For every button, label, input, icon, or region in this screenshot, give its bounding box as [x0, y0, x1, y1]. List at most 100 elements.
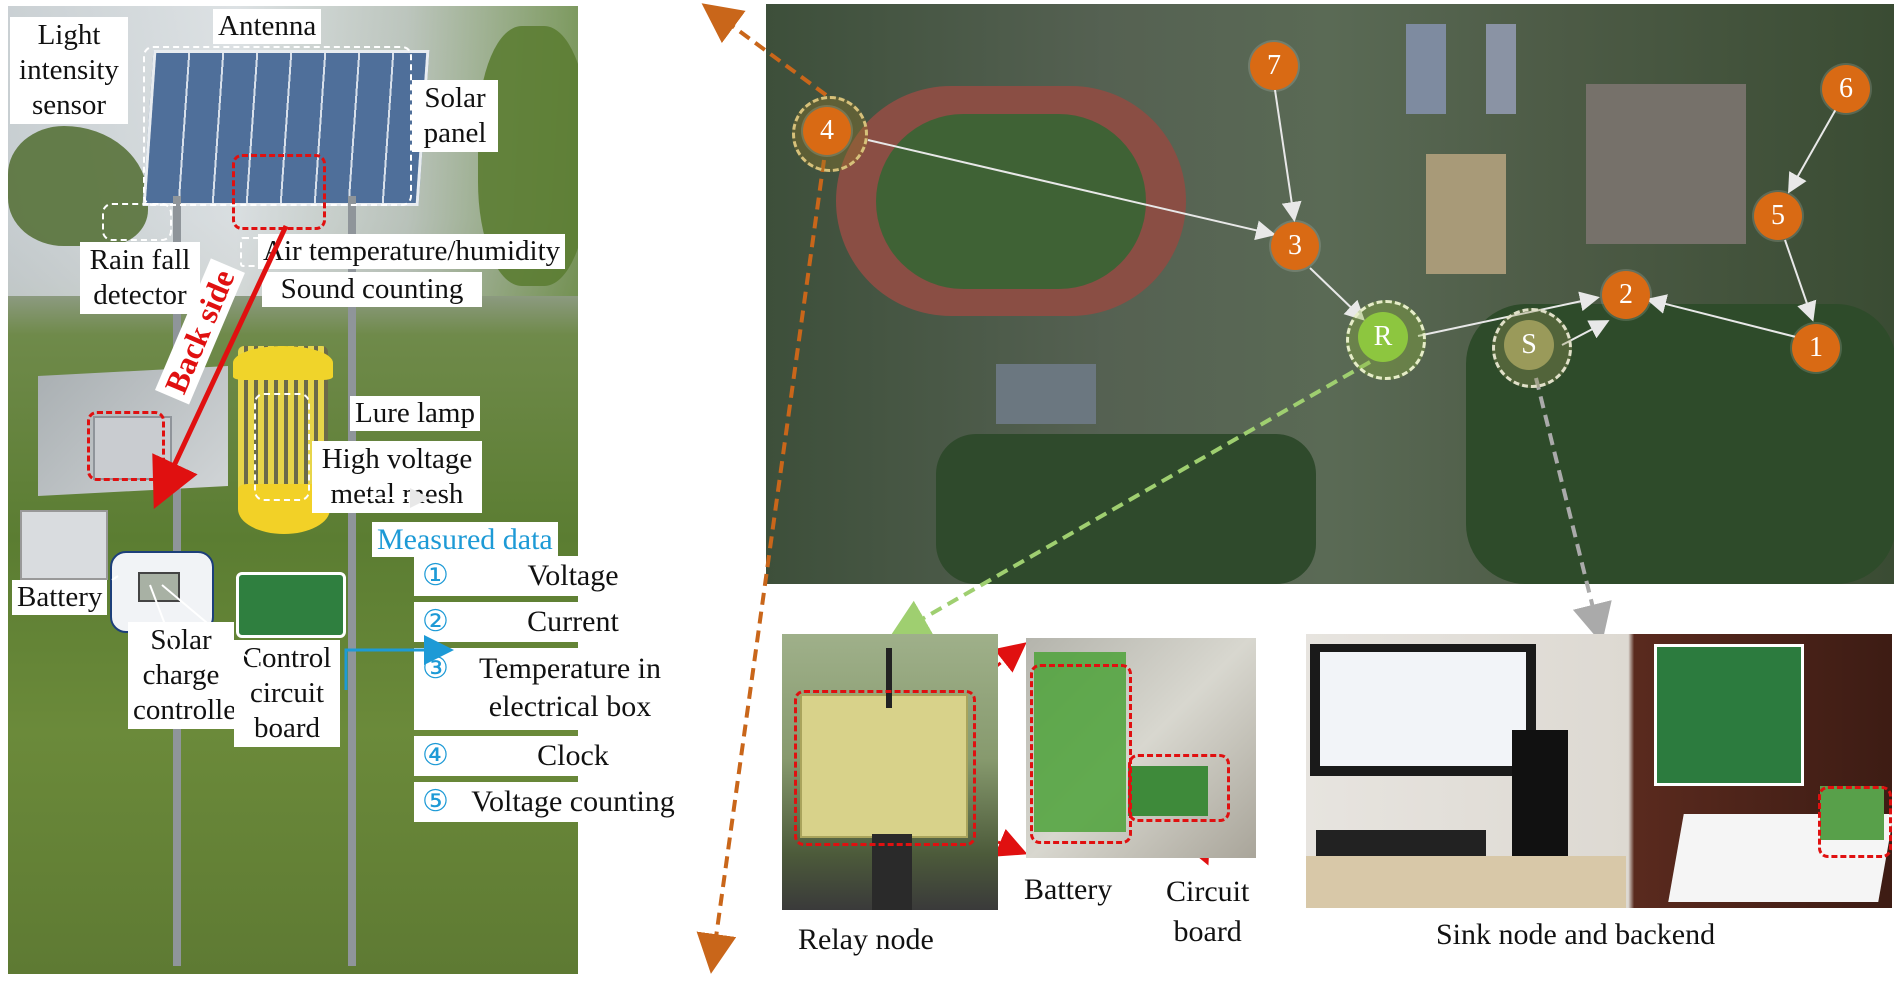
relay-box-highlight	[794, 690, 976, 846]
item-text: Voltage	[527, 559, 619, 592]
monitor-screen	[1320, 652, 1526, 766]
measured-item: ④ Clock	[414, 736, 692, 776]
label-line: charge	[142, 659, 220, 691]
caption-battery: Battery	[1024, 873, 1113, 906]
caption-circuit-board: Circuit board	[1166, 872, 1249, 952]
item-number: ①	[422, 559, 449, 592]
solar-panel-highlight	[143, 46, 412, 206]
caption-line: Circuit	[1166, 875, 1250, 908]
controller-display	[138, 572, 180, 602]
tree-cluster	[936, 434, 1316, 584]
back-side-highlight	[232, 154, 326, 230]
label-line: Rain fall	[89, 244, 191, 276]
map-node-relay: R	[1358, 312, 1408, 362]
item-text: Voltage counting	[471, 785, 675, 818]
relay-zoom-connector	[973, 828, 1028, 857]
label-line: Solar	[424, 82, 486, 114]
label-line: circuit	[249, 677, 325, 709]
back-side-arrow	[152, 224, 289, 510]
desk-image	[1306, 856, 1626, 908]
node-ring-s	[1492, 308, 1572, 388]
label-line: High voltage	[321, 443, 473, 475]
building-block	[1586, 84, 1746, 244]
support-pole	[348, 196, 356, 966]
map-node-7: 7	[1250, 42, 1298, 90]
measured-connector	[344, 635, 454, 690]
battery-green-image	[1034, 652, 1126, 832]
relay-battery-highlight	[1030, 664, 1132, 844]
measured-item: ⑤ Voltage counting	[414, 782, 692, 822]
box-connector	[111, 575, 119, 581]
label-measured-data: Measured data	[372, 522, 558, 557]
electrical-box-highlight	[87, 411, 165, 481]
measured-item: ① Voltage	[414, 556, 692, 596]
map-node-1: 1	[1792, 324, 1840, 372]
relay-node-photo	[782, 634, 998, 910]
label-line: panel	[423, 117, 487, 149]
label-line: Control	[242, 642, 332, 674]
sink-board-highlight	[1818, 786, 1892, 858]
label-line: intensity	[19, 54, 119, 86]
item-number: ②	[422, 605, 449, 638]
label-light-sensor: Light intensity sensor	[10, 17, 128, 124]
label-rain-fall: Rain fall detector	[80, 242, 200, 314]
relay-antenna	[886, 648, 892, 708]
label-battery: Battery	[12, 580, 108, 615]
stadium-field	[876, 114, 1146, 289]
label-lure-lamp: Lure lamp	[350, 396, 480, 431]
label-solar-panel: Solar panel	[412, 80, 498, 152]
building-block	[1406, 24, 1446, 114]
map-node-6: 6	[1822, 65, 1870, 113]
map-node-2: 2	[1602, 271, 1650, 319]
relay-connector	[889, 360, 1371, 638]
route-arrow	[1309, 267, 1365, 321]
route-arrow	[1646, 294, 1801, 339]
caption-sink-node: Sink node and backend	[1436, 918, 1716, 951]
route-arrow	[867, 139, 1276, 241]
map-node-4: 4	[803, 107, 851, 155]
measured-item: ③ Temperature in electrical box	[414, 648, 692, 730]
rain-detector-highlight	[102, 203, 172, 241]
tripod-image	[872, 834, 912, 910]
label-antenna: Antenna	[213, 9, 322, 44]
relay-zoom-connector	[973, 642, 1027, 686]
item-number: ④	[422, 739, 449, 772]
item-text: Current	[527, 605, 619, 638]
label-air-temperature: Air temperature/humidity	[258, 234, 566, 269]
sink-connector	[1534, 377, 1612, 644]
map-node-sink: S	[1504, 320, 1554, 370]
building-block	[1426, 154, 1506, 274]
label-sound-counting: Sound counting	[262, 272, 482, 307]
sink-board-image	[1820, 786, 1884, 840]
label-line: Solar	[150, 624, 212, 656]
box-connector	[149, 584, 181, 665]
item-text: Temperature in electrical box	[479, 652, 661, 723]
route-arrow	[1784, 239, 1817, 322]
keyboard-image	[1316, 830, 1486, 856]
map-node-3: 3	[1271, 222, 1319, 270]
label-line: Light	[37, 19, 101, 51]
label-line: detector	[93, 279, 187, 311]
building-block	[1486, 24, 1516, 114]
zoom-connector-bottom	[696, 159, 826, 974]
label-hv-mesh: High voltage metal mesh	[312, 441, 482, 513]
label-line: board	[253, 712, 321, 744]
relay-board-highlight	[1128, 754, 1230, 822]
caption-relay-node: Relay node	[798, 923, 934, 956]
lamp-highlight	[254, 393, 310, 501]
caption-line: board	[1173, 915, 1242, 948]
building-block	[996, 364, 1096, 424]
zoom-connector-top	[701, 3, 828, 97]
item-number: ⑤	[422, 785, 449, 818]
route-arrow	[1274, 89, 1302, 222]
map-node-5: 5	[1754, 192, 1802, 240]
relay-board-image	[1128, 766, 1208, 816]
route-arrow	[1788, 101, 1841, 194]
circuit-board-image	[236, 572, 346, 638]
relay-box-image	[800, 694, 968, 838]
sink-node-photo	[1306, 634, 1892, 908]
relay-inside-photo	[1026, 638, 1256, 858]
item-text: Clock	[537, 739, 609, 772]
sink-board-zoom	[1654, 644, 1804, 786]
label-solar-charge: Solar charge controller	[128, 622, 246, 729]
